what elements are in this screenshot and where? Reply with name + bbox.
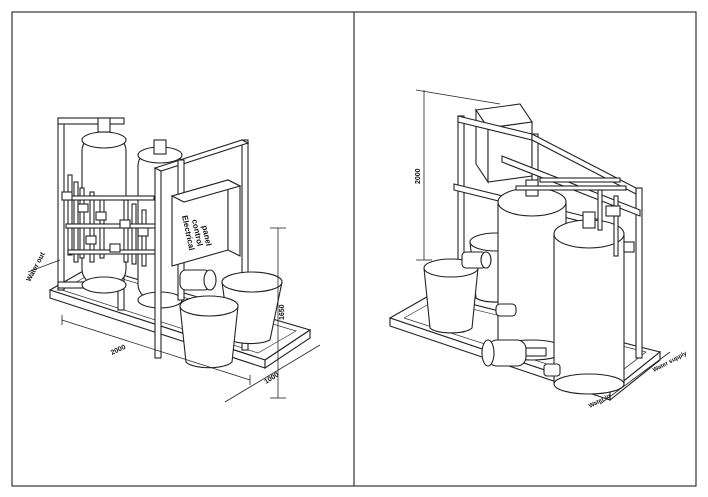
right-filter-tank-2 — [553, 211, 625, 395]
left-pump — [179, 269, 217, 291]
left-chemical-tank-rear — [221, 271, 283, 345]
left-isometric-view: Electrical control panel 2 — [26, 117, 321, 403]
dimension-height-right: 2000 — [415, 168, 422, 184]
left-chemical-tank-front — [179, 295, 239, 369]
left-piping-manifold — [61, 174, 159, 267]
right-top-piping — [515, 177, 635, 257]
dimension-height: 1650 — [279, 304, 286, 320]
water-out-label: Water out — [26, 251, 48, 283]
sheet-frame — [11, 11, 697, 487]
right-isometric-view: 2000 Water in Water supply — [388, 89, 689, 410]
right-chemical-tank-front — [423, 258, 479, 334]
right-pump — [481, 303, 561, 377]
right-small-motor — [461, 251, 492, 269]
dimension-length: 2000 — [110, 344, 127, 357]
left-electrical-control-panel: Electrical control panel — [170, 179, 242, 267]
panel-label-line-3: panel — [200, 225, 213, 247]
